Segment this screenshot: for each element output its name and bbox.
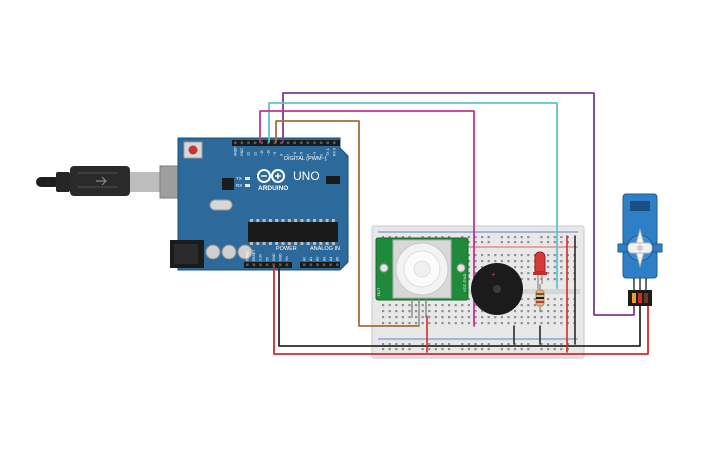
resistor-icon[interactable]	[535, 284, 545, 312]
digital-label: DIGITAL (PWM~)	[284, 156, 327, 162]
analog-pin-label: A2	[316, 257, 320, 261]
power-pin-label: Vin	[285, 256, 289, 261]
digital-pin-label: RX 0	[333, 148, 337, 156]
digital-pin-label: 4	[306, 154, 310, 156]
power-label: POWER	[276, 246, 297, 252]
power-pin-label: 3.3V	[259, 253, 263, 261]
digital-pin-label: 2	[319, 154, 323, 156]
analog-header	[300, 262, 340, 268]
digital-pin-label: ~10	[267, 150, 271, 156]
digital-pin-label: 13	[247, 152, 251, 156]
digital-pin-label: TX 1	[326, 148, 330, 156]
bottom-header-pins	[246, 263, 339, 267]
reset-button-icon[interactable]	[183, 141, 203, 159]
digital-pin-label: 8	[280, 154, 284, 156]
wire-purple[interactable]	[282, 92, 635, 316]
led-rx-label: RX	[236, 183, 242, 188]
digital-pin-label: ~11	[260, 150, 264, 156]
chip-pins	[250, 219, 335, 245]
power-jack	[170, 240, 204, 268]
led-icon[interactable]	[533, 251, 547, 289]
wire-brown[interactable]	[275, 120, 420, 327]
led-tx-label: TX	[236, 176, 242, 181]
wire-black-gnd[interactable]	[278, 265, 641, 347]
analog-pin-label: A1	[309, 257, 313, 261]
digital-header-pins	[234, 141, 336, 145]
digital-pin-label: ~5	[300, 152, 304, 156]
power-pin-label: GND	[279, 253, 283, 261]
digital-header	[232, 140, 340, 146]
pir-label-right: VCC GND	[462, 273, 467, 292]
pir-sensor-icon[interactable]: OUT VCC GND	[375, 237, 469, 326]
analog-pin-label: A5	[336, 257, 340, 261]
arduino-brand: ARDUINO	[258, 185, 288, 192]
wire-cyan[interactable]	[268, 102, 558, 289]
analog-pin-label: A0	[303, 257, 307, 261]
digital-pin-label: GND	[240, 148, 244, 156]
power-pin-label: GND	[272, 253, 276, 261]
pir-label-left: OUT	[376, 287, 381, 296]
servo-icon[interactable]	[617, 193, 663, 306]
usb-cable-icon	[36, 165, 203, 199]
wire-magenta[interactable]	[259, 110, 475, 327]
analog-label: ANALOG IN	[310, 246, 340, 252]
arduino-model: UNO	[293, 169, 320, 183]
power-pin-label: IOREF	[246, 251, 250, 261]
wire-red-5v[interactable]	[273, 265, 649, 355]
digital-pin-label: 12	[253, 152, 257, 156]
power-pin-label: 5V	[265, 256, 269, 261]
arduino-logo-icon	[257, 169, 285, 183]
power-pin-label: RESET	[252, 250, 256, 261]
digital-pin-label: 7	[286, 154, 290, 156]
digital-pin-label: ~6	[293, 152, 297, 156]
wires	[259, 92, 649, 355]
atmega-chip	[248, 222, 338, 242]
digital-pin-label: ~9	[273, 152, 277, 156]
analog-pin-label: A4	[329, 257, 333, 261]
analog-pin-label: A3	[322, 257, 326, 261]
digital-pin-label: AREF	[234, 146, 238, 156]
buzzer-icon[interactable]: +	[471, 263, 523, 315]
svg-text:+: +	[491, 270, 496, 279]
digital-pin-label: ~3	[313, 152, 317, 156]
